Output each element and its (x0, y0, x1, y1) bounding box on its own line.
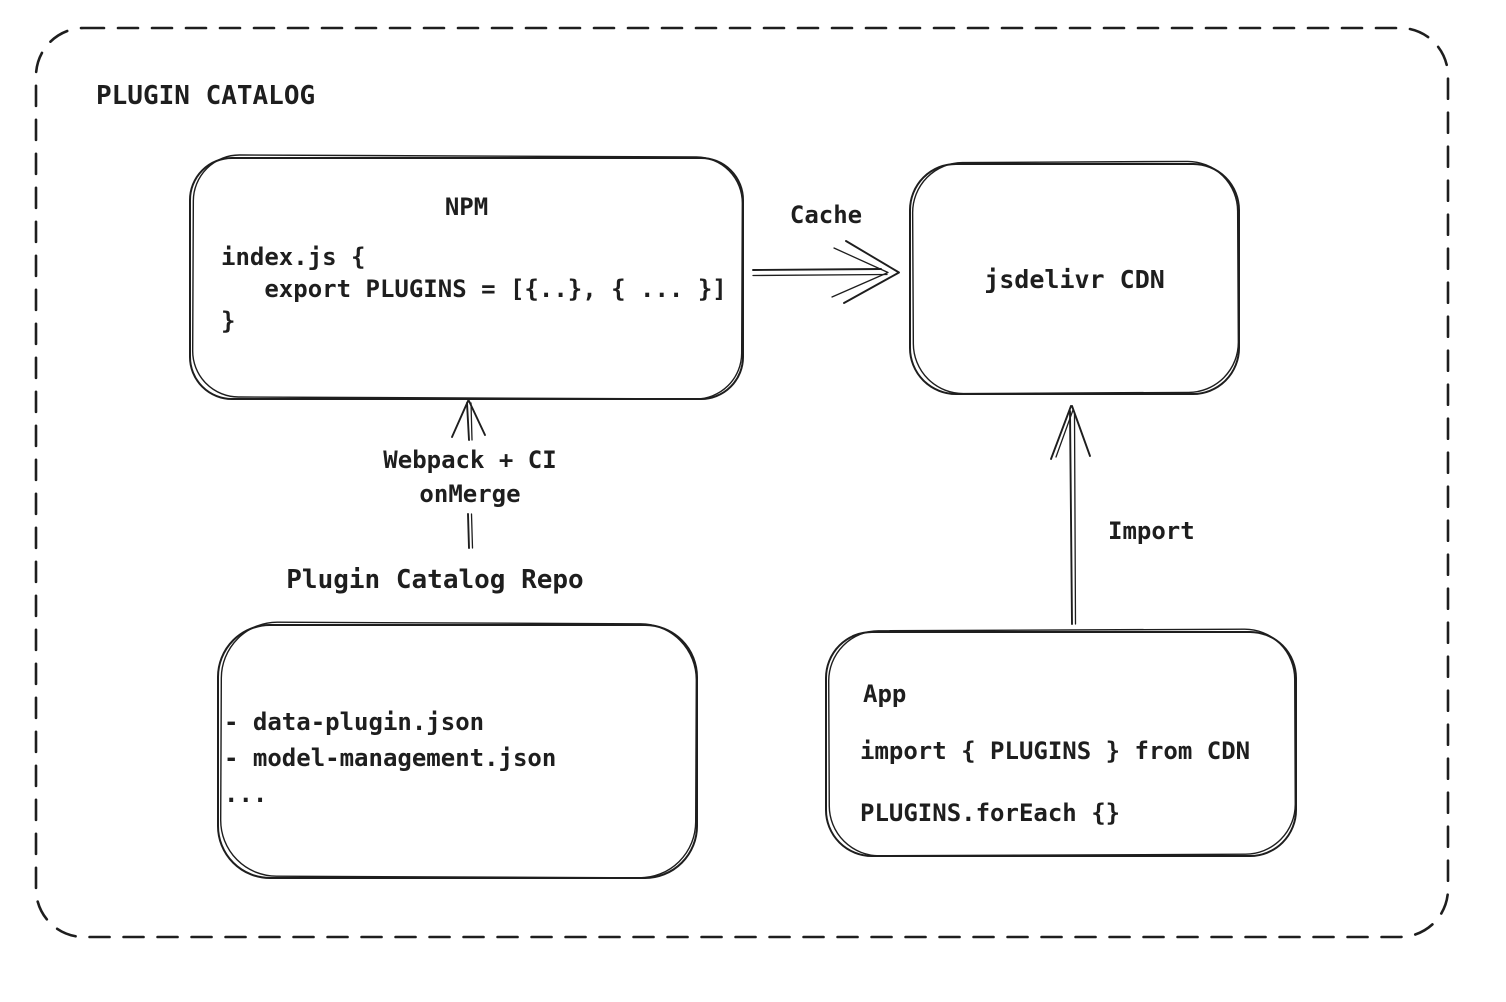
app-box-title: App (863, 680, 907, 708)
plugin-catalog-frame (34, 26, 1450, 939)
npm-box-title: NPM (444, 193, 489, 221)
merge-edge-label: Webpack + CI onMerge (383, 446, 557, 508)
diagram-title: PLUGIN CATALOG (96, 81, 316, 111)
cache-arrow (752, 240, 900, 304)
cdn-box-title: jsdelivr CDN (984, 265, 1165, 294)
npm-code-snippet: index.js { export PLUGINS = [{..}, { ...… (221, 243, 727, 335)
import-arrow (1050, 405, 1091, 625)
repo-box (217, 621, 698, 879)
repo-file-list: - data-plugin.json - model-management.js… (224, 708, 557, 808)
merge-arrow (451, 400, 486, 441)
app-code-import-line: import { PLUGINS } from CDN (860, 737, 1251, 765)
app-box (825, 628, 1297, 857)
cache-edge-label: Cache (789, 201, 863, 229)
merge-connector-line (467, 513, 474, 549)
cdn-box (909, 160, 1240, 395)
import-edge-label: Import (1108, 517, 1195, 545)
npm-box (189, 154, 744, 400)
app-code-foreach-line: PLUGINS.forEach {} (860, 799, 1121, 827)
repo-box-title: Plugin Catalog Repo (286, 565, 584, 595)
